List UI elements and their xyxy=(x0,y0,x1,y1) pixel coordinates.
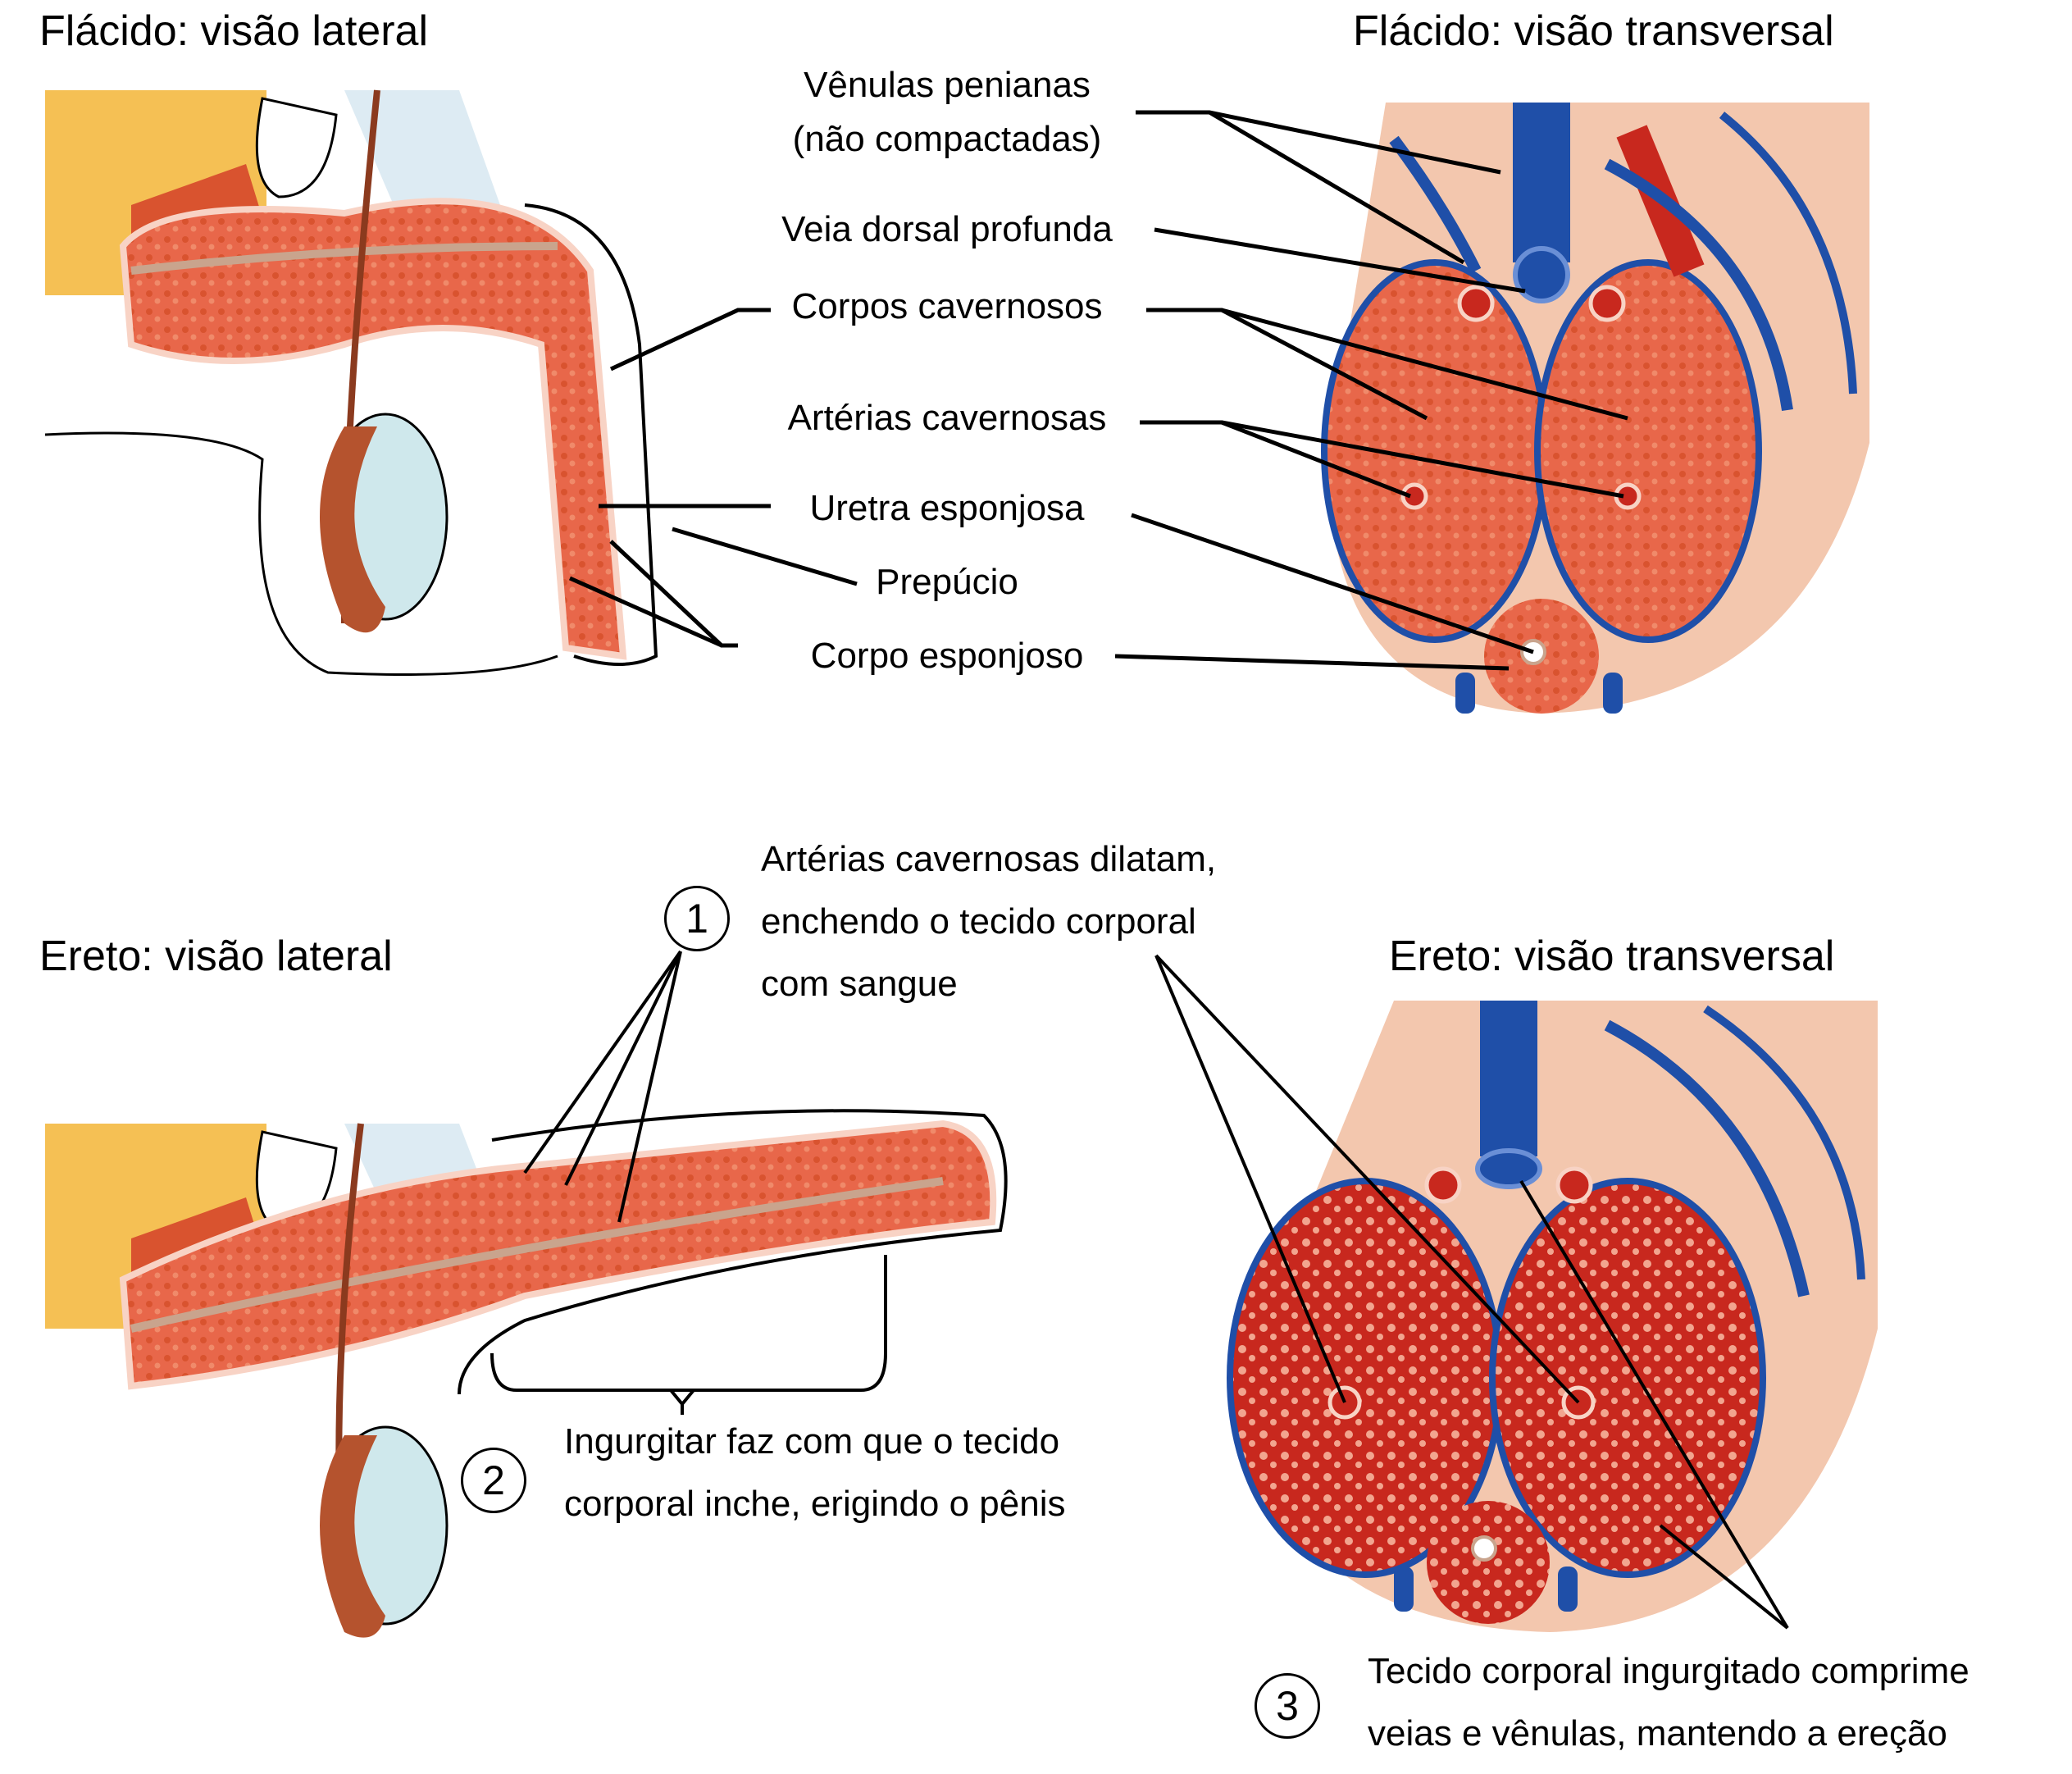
corpus-cavernosum-right xyxy=(1534,259,1762,643)
venule xyxy=(1719,112,1857,394)
suspensory-ligament xyxy=(344,90,500,205)
step-1-number: 1 xyxy=(685,896,708,942)
step-3-number: 3 xyxy=(1276,1683,1299,1729)
urethra-lateral xyxy=(130,1177,944,1333)
flaccid-lateral-leaders xyxy=(568,308,858,648)
title-flaccid-lateral: Flácido: visão lateral xyxy=(39,7,428,55)
step-2-badge: 2 xyxy=(461,1448,526,1513)
dorsal-artery-right xyxy=(1588,285,1626,322)
step-1-badge: 1 xyxy=(664,886,730,951)
bracket xyxy=(490,1255,887,1392)
deep-dorsal-vein-section xyxy=(1475,1148,1542,1189)
step-1-text: Artérias cavernosas dilatam, enchendo o … xyxy=(761,828,1216,1015)
deep-dorsal-vein-section xyxy=(1513,246,1570,303)
urethra xyxy=(1471,1535,1497,1562)
step-3-line: veias e vênulas, mantendo a ereção xyxy=(1368,1713,1947,1753)
label-corpos-cavernosos: Corpos cavernosos xyxy=(791,286,1103,326)
label-venulas-line1: Vênulas penianas xyxy=(804,65,1091,105)
title-flaccid-transverse: Flácido: visão transversal xyxy=(1353,7,1834,55)
venule xyxy=(1604,158,1793,412)
title-erect-lateral: Ereto: visão lateral xyxy=(39,933,393,980)
pubic-bone xyxy=(255,97,338,198)
urethra-lateral xyxy=(130,242,558,275)
step-1-line: Artérias cavernosas dilatam, xyxy=(761,839,1217,879)
dorsal-artery-right xyxy=(1555,1166,1593,1204)
epididymis xyxy=(320,426,385,633)
step-3-badge: 3 xyxy=(1255,1673,1320,1739)
vein-stub xyxy=(1558,1567,1578,1612)
prepuce-outline xyxy=(524,203,658,666)
flaccid-transverse-illustration xyxy=(1321,103,1869,714)
venule xyxy=(1703,1005,1865,1280)
scrotum-outline xyxy=(44,431,558,676)
step-1-line: enchendo o tecido corporal xyxy=(761,901,1196,942)
vein-stub xyxy=(1394,1567,1414,1612)
step-2-number: 2 xyxy=(482,1457,505,1503)
erect-transverse-illustration xyxy=(1227,1001,1878,1632)
step-2-text: Ingurgitar faz com que o tecido corporal… xyxy=(564,1411,1066,1535)
penis-shaft xyxy=(119,198,627,660)
step-2-line: Ingurgitar faz com que o tecido xyxy=(564,1421,1060,1462)
label-venulas-line2: (não compactadas) xyxy=(792,119,1102,159)
step-3-line: Tecido corporal ingurgitado comprime xyxy=(1368,1651,1970,1691)
flaccid-lateral-illustration xyxy=(44,89,658,676)
step-2-line: corporal inche, erigindo o pênis xyxy=(564,1484,1066,1524)
label-veia-dorsal: Veia dorsal profunda xyxy=(781,209,1113,249)
step-3-text: Tecido corporal ingurgitado comprime vei… xyxy=(1368,1640,1970,1765)
label-corpo-esponjoso: Corpo esponjoso xyxy=(810,636,1084,676)
label-arterias-cavernosas: Artérias cavernosas xyxy=(787,398,1107,438)
venule xyxy=(1604,1019,1810,1297)
corpus-spongiosum xyxy=(1427,1501,1550,1624)
erect-lateral-illustration xyxy=(45,1109,1008,1638)
erect-transverse-leaders xyxy=(1154,954,1789,1630)
label-uretra: Uretra esponjosa xyxy=(809,488,1085,528)
epididymis xyxy=(320,1435,385,1638)
venule xyxy=(1389,135,1482,274)
step-1-line: com sangue xyxy=(761,964,958,1004)
flaccid-transverse-leaders xyxy=(1114,110,1628,671)
corpus-cavernosum-left xyxy=(1321,259,1549,643)
dorsal-artery-left xyxy=(1457,285,1495,322)
title-erect-transverse: Ereto: visão transversal xyxy=(1389,933,1835,980)
vein-stub xyxy=(1603,673,1623,714)
dorsal-artery-left xyxy=(1424,1166,1462,1204)
erect-lateral-leaders xyxy=(490,950,887,1415)
label-prepucio: Prepúcio xyxy=(876,562,1018,602)
cavernous-artery-left xyxy=(1400,482,1428,510)
skin-outline xyxy=(458,1109,1008,1395)
vein-stub xyxy=(1455,673,1475,714)
